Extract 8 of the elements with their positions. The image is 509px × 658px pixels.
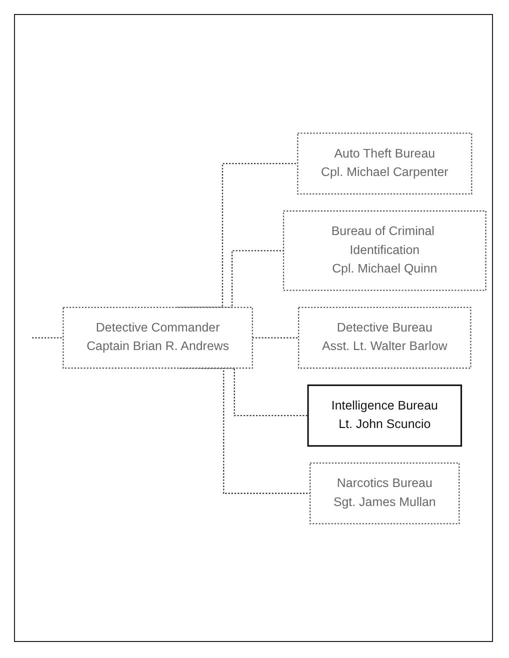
node-box: Auto Theft Bureau Cpl. Michael Carpenter: [297, 132, 472, 194]
node-box: Intelligence Bureau Lt. John Scuncio: [307, 384, 462, 446]
node-box: Narcotics Bureau Sgt. James Mullan: [310, 462, 460, 524]
connector: [252, 336, 299, 338]
connector: [32, 336, 64, 338]
node-box: Detective Commander Captain Brian R. Andrews: [62, 306, 253, 368]
node-box: Detective Bureau Asst. Lt. Walter Barlow: [298, 306, 472, 368]
node-box: Bureau of Criminal Identification Cpl. Michael Quinn: [282, 210, 486, 290]
